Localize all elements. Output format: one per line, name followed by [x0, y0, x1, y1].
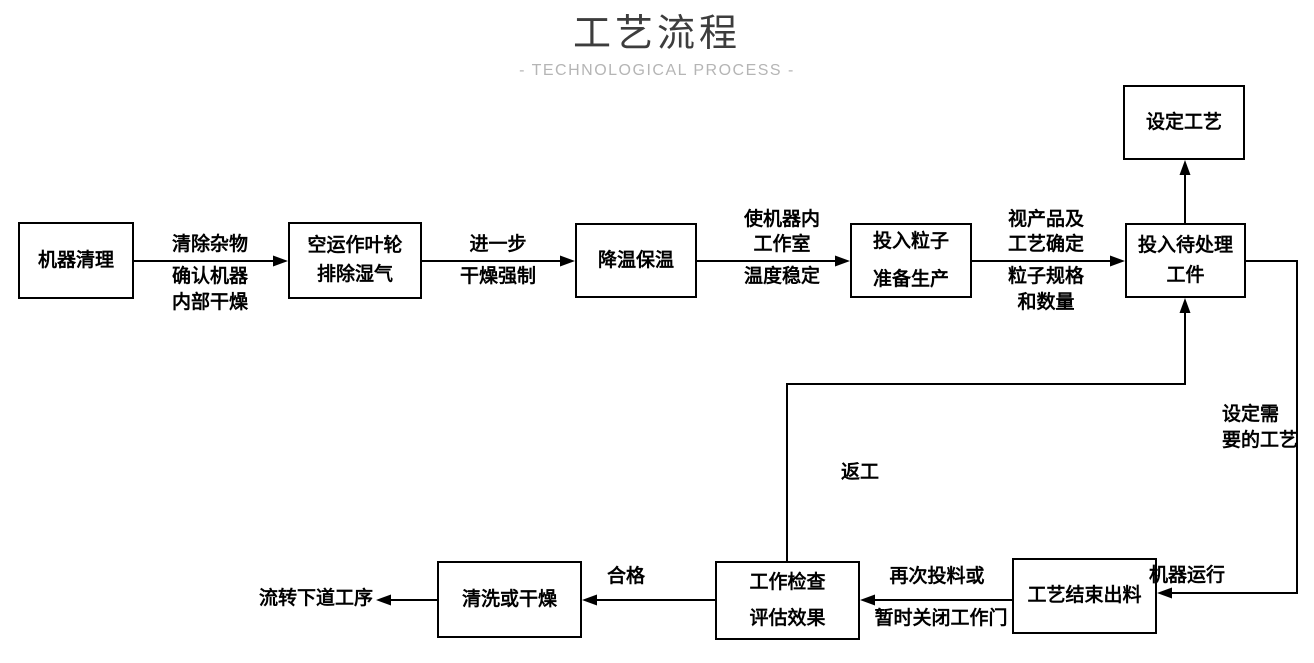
- node-process-end-label: 工艺结束出料: [1027, 585, 1142, 607]
- node-add-particles: 投入粒子 准备生产: [850, 223, 972, 298]
- edge-need-process-label: 设定需 要的工艺: [1222, 404, 1299, 451]
- edge-refeed-label-below: 暂时关闭工作门: [874, 608, 1008, 629]
- node-clean-or-dry-label: 清洗或干燥: [461, 588, 557, 610]
- edge-rework-line: [786, 311, 1186, 561]
- header: 工艺流程 - TECHNOLOGICAL PROCESS -: [0, 0, 1314, 80]
- node-next-step: 流转下道工序: [258, 588, 374, 609]
- node-process-end: 工艺结束出料: [1012, 558, 1157, 634]
- edge-clean-label-above: 清除杂物: [171, 234, 249, 256]
- edge-refeed-label-above: 再次投料或: [889, 566, 985, 588]
- node-impeller-run-label: 空运作叶轮 排除湿气: [307, 235, 403, 285]
- edge-product-arrowhead: [1110, 255, 1125, 267]
- edge-stable-label-below: 温度稳定: [743, 266, 821, 287]
- edge-stable-arrowhead: [835, 255, 850, 267]
- node-machine-clean: 机器清理: [18, 222, 134, 299]
- node-machine-clean-label: 机器清理: [37, 249, 114, 271]
- node-impeller-run: 空运作叶轮 排除湿气: [288, 222, 422, 299]
- node-add-workpiece: 投入待处理 工件: [1125, 223, 1246, 298]
- node-add-workpiece-label: 投入待处理 工件: [1137, 235, 1233, 286]
- edge-qualified-arrowhead: [582, 594, 597, 606]
- node-add-particles-label: 投入粒子 准备生产: [872, 230, 949, 290]
- edge-stable-label-above: 使机器内 工作室: [743, 208, 821, 256]
- edge-refeed-arrowhead: [860, 594, 875, 606]
- node-work-check-label: 工作检查 评估效果: [749, 572, 826, 629]
- edge-setprocess-arrowhead: [1179, 160, 1191, 175]
- edge-rework-arrowhead: [1179, 298, 1191, 313]
- edge-clean-arrowhead: [273, 255, 288, 267]
- node-clean-or-dry: 清洗或干燥: [437, 561, 582, 638]
- edge-further-label-below: 干燥强制: [459, 266, 537, 287]
- edge-further-arrowhead: [560, 255, 575, 267]
- edge-product-label-above: 视产品及 工艺确定: [1007, 208, 1085, 256]
- page-subtitle: - TECHNOLOGICAL PROCESS -: [519, 61, 795, 79]
- node-cool-keep-label: 降温保温: [597, 249, 674, 271]
- node-set-process-label: 设定工艺: [1145, 111, 1222, 133]
- page-title: 工艺流程: [572, 13, 741, 55]
- edge-nextstep-arrowhead: [376, 594, 391, 606]
- edge-machinerun-line: [1170, 260, 1298, 594]
- edge-rework-label: 返工: [840, 462, 880, 484]
- edge-further-label-above: 进一步: [469, 234, 527, 256]
- node-work-check: 工作检查 评估效果: [715, 561, 860, 640]
- edge-machine-run-label: 机器运行: [1148, 565, 1226, 587]
- edge-clean-label-below: 确认机器 内部干燥: [171, 266, 249, 313]
- node-set-process: 设定工艺: [1123, 85, 1245, 160]
- edge-machinerun-arrowhead: [1157, 587, 1172, 599]
- node-cool-keep: 降温保温: [575, 223, 697, 298]
- edge-qualified-label: 合格: [606, 566, 646, 588]
- edge-product-label-below: 粒子规格 和数量: [1007, 266, 1085, 313]
